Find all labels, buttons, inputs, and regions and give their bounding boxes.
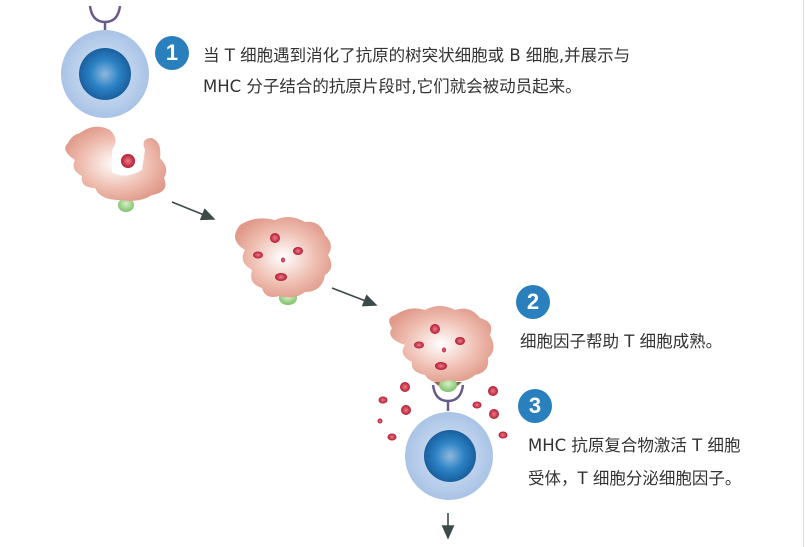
tcr-receptor-icon — [88, 5, 122, 31]
step-1-line-1: 当 T 细胞遇到消化了抗原的树突状细胞或 B 细胞,并展示与 — [203, 46, 631, 65]
step-2-text: 细胞因子帮助 T 细胞成熟。 — [520, 326, 722, 357]
right-border — [803, 0, 804, 547]
dendritic-cell-3 — [389, 306, 494, 392]
t-cell-1 — [61, 5, 149, 118]
step-1-text: 当 T 细胞遇到消化了抗原的树突状细胞或 B 细胞,并展示与 MHC 分子结合的… — [203, 40, 630, 102]
step-2-line-1: 细胞因子帮助 T 细胞成熟。 — [520, 332, 723, 351]
step-1-line-2: MHC 分子结合的抗原片段时,它们就会被动员起来。 — [203, 77, 582, 96]
step-3-text: MHC 抗原复合物激活 T 细胞 受体，T 细胞分泌细胞因子。 — [528, 429, 741, 495]
dendritic-cell-2 — [235, 216, 332, 305]
cytokines — [377, 382, 508, 441]
t-cell-2 — [405, 384, 493, 500]
step-2-badge: 2 — [516, 285, 550, 319]
tcr-receptor-icon — [431, 384, 465, 411]
arrow-2 — [331, 287, 378, 307]
step-1-badge: 1 — [155, 36, 189, 70]
step-3-line-1: MHC 抗原复合物激活 T 细胞 — [528, 436, 741, 455]
dendritic-cell-1 — [65, 126, 167, 212]
arrow-1 — [171, 201, 216, 221]
step-3-badge: 3 — [518, 389, 552, 423]
step-3-line-2: 受体，T 细胞分泌细胞因子。 — [528, 469, 742, 488]
